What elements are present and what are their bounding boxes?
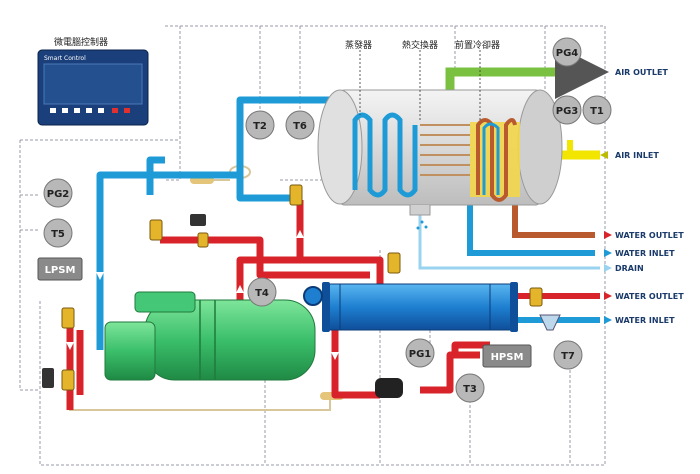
controller-panel[interactable]: Smart Control [37, 49, 149, 126]
label-water-outlet-2: WATER OUTLET [615, 292, 684, 301]
controller-panel-label: Smart Control [44, 55, 86, 62]
svg-text:T4: T4 [255, 288, 269, 299]
svg-text:LPSM: LPSM [45, 265, 76, 276]
sensor-t1: T1 [582, 95, 612, 125]
sensor-t7: T7 [553, 340, 583, 370]
sensor-pg4: PG4 [552, 37, 582, 67]
label-water-inlet-2: WATER INLET [615, 316, 675, 325]
label-pointers [359, 50, 481, 120]
svg-text:T1: T1 [590, 106, 604, 117]
heat-exchanger-plates [420, 124, 470, 176]
box-hpsm: HPSM [482, 344, 532, 368]
valves [42, 184, 561, 398]
label-water-outlet-1: WATER OUTLET [615, 231, 684, 240]
precooler-coil [476, 118, 517, 202]
sensor-t3: T3 [455, 373, 485, 403]
box-lpsm: LPSM [37, 257, 83, 281]
sensor-pg1: PG1 [405, 338, 435, 368]
svg-text:PG4: PG4 [556, 48, 579, 59]
svg-text:PG3: PG3 [556, 106, 579, 117]
evaporator-coil [352, 112, 418, 198]
right-arrows [600, 151, 612, 324]
sensor-t2: T2 [245, 110, 275, 140]
sight-glass [303, 286, 323, 306]
svg-text:T2: T2 [253, 121, 267, 132]
drain-droplets [416, 220, 428, 230]
svg-text:T7: T7 [561, 351, 575, 362]
label-drain: DRAIN [615, 264, 644, 273]
water-cooled-condenser [322, 282, 518, 332]
svg-text:HPSM: HPSM [491, 352, 524, 363]
controller-title: 微電腦控制器 [54, 36, 108, 48]
label-heat-exchanger: 熱交換器 [402, 39, 438, 51]
sensor-t5: T5 [43, 218, 73, 248]
sensor-pg2: PG2 [43, 178, 73, 208]
label-air-outlet: AIR OUTLET [615, 68, 668, 77]
svg-text:T3: T3 [463, 384, 477, 395]
label-precooler: 前置冷卻器 [455, 39, 500, 51]
sensor-t4: T4 [247, 277, 277, 307]
svg-text:PG1: PG1 [409, 349, 432, 360]
label-evaporator: 蒸發器 [345, 39, 372, 51]
precooler-inner-coil [482, 122, 500, 195]
compressor [104, 291, 316, 381]
label-water-inlet-1: WATER INLET [615, 249, 675, 258]
flow-arrows [66, 230, 339, 360]
svg-text:T6: T6 [293, 121, 307, 132]
svg-text:T5: T5 [51, 229, 65, 240]
label-air-inlet: AIR INLET [615, 151, 659, 160]
sensor-t6: T6 [285, 110, 315, 140]
svg-text:PG2: PG2 [47, 189, 70, 200]
sensor-pg3: PG3 [552, 95, 582, 125]
